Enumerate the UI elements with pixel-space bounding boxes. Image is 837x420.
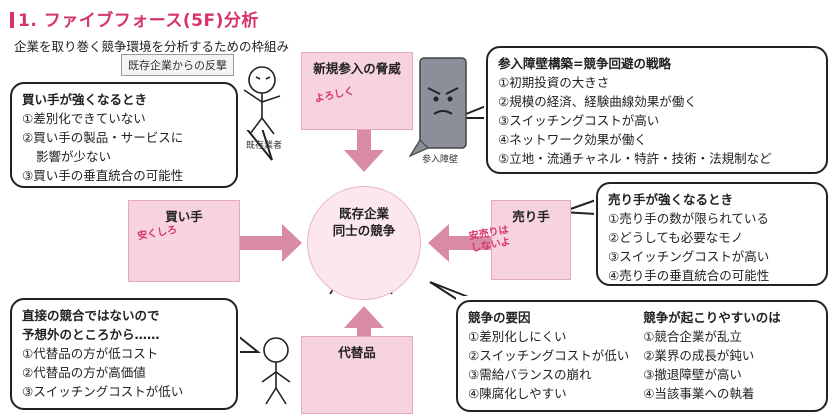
force-new-entrants-label: 新規参入の脅威	[313, 61, 401, 76]
force-suppliers: 売り手	[491, 200, 571, 280]
competition-likely-column: 競争が起こりやすいのは ①競合企業が乱立 ②業界の成長が鈍い ③撤退障壁が高い …	[643, 308, 781, 404]
competition-likely-item: ②業界の成長が鈍い	[643, 348, 755, 363]
substitute-tail	[237, 335, 261, 353]
supplier-item: ①売り手の数が限られている	[608, 211, 769, 226]
buyer-tail	[245, 127, 273, 161]
supplier-item: ④売り手の垂直統合の可能性	[608, 268, 770, 283]
buyer-item: ③買い手の垂直統合の可能性	[22, 168, 184, 183]
force-substitutes-label: 代替品	[338, 345, 376, 360]
substitute-threat-box: 直接の競合ではないので 予想外のところから…… ①代替品の方が低コスト ②代替品…	[10, 298, 238, 410]
arrow-new-entrants	[357, 128, 371, 150]
substitute-item: ③スイッチングコストが低い	[22, 384, 184, 399]
competition-likely-item: ①競合企業が乱立	[643, 329, 742, 344]
center-label-line: 同士の競争	[332, 223, 396, 238]
buyer-item: 影響が少ない	[36, 149, 112, 164]
arrow-suppliers	[447, 236, 491, 250]
force-substitutes: 代替品	[301, 336, 413, 414]
existing-business-caption: 既存業者	[246, 141, 283, 151]
competition-likely-item: ③撤退障壁が高い	[643, 367, 742, 382]
substitute-title-line: 直接の競合ではないので	[22, 308, 160, 323]
competition-factor-item: ②スイッチングコストが低い	[468, 348, 630, 363]
barrier-item: ③スイッチングコストが高い	[498, 113, 660, 128]
entry-barrier-caption: 参入障壁	[422, 155, 459, 165]
substitute-person-figure	[261, 337, 291, 405]
entry-barrier-figure	[408, 57, 467, 158]
existing-competition-circle: 既存企業 同士の競争	[307, 186, 421, 300]
barrier-item: ④ネットワーク効果が働く	[498, 132, 647, 147]
competition-factor-item: ③需給バランスの崩れ	[468, 367, 592, 382]
center-label-line: 既存企業	[338, 206, 389, 221]
substitute-title-line: 予想外のところから……	[22, 327, 160, 342]
supplier-power-box: 売り手が強くなるとき ①売り手の数が限られている ②どうしても必要なモノ ③スイ…	[596, 182, 828, 286]
competition-tail	[429, 281, 477, 301]
competition-likely-title: 競争が起こりやすいのは	[643, 310, 781, 325]
buyer-item: ①差別化できていない	[22, 111, 146, 126]
competition-likely-item: ④当該事業への執着	[643, 386, 755, 401]
competition-factors-title: 競争の要因	[468, 310, 531, 325]
force-buyers: 買い手	[128, 200, 240, 282]
barrier-strategy-title: 参入障壁構築=競争回避の戦略	[498, 56, 671, 71]
supplier-item: ③スイッチングコストが高い	[608, 249, 770, 264]
buyer-power-box: 買い手が強くなるとき ①差別化できていない ②買い手の製品・サービスに 影響が少…	[10, 82, 238, 188]
barrier-strategy-box: 参入障壁構築=競争回避の戦略 ①初期投資の大きさ ②規模の経済、経験曲線効果が働…	[486, 46, 828, 174]
force-new-entrants: 新規参入の脅威	[301, 52, 413, 130]
competition-factor-item: ①差別化しにくい	[468, 329, 567, 344]
barrier-item: ①初期投資の大きさ	[498, 75, 610, 90]
force-buyers-label: 買い手	[165, 209, 203, 224]
competition-factors-column: 競争の要因 ①差別化しにくい ②スイッチングコストが低い ③需給バランスの崩れ …	[468, 308, 629, 404]
arrow-buyers	[240, 236, 284, 250]
buyer-item: ②買い手の製品・サービスに	[22, 130, 184, 145]
competition-factor-item: ④陳腐化しやすい	[468, 386, 567, 401]
barrier-item: ②規模の経済、経験曲線効果が働く	[498, 94, 697, 109]
page-title: 1. ファイブフォース(5F)分析	[10, 6, 259, 31]
page-subtitle: 企業を取り巻く競争環境を分析するための枠組み	[14, 39, 290, 54]
barrier-item: ⑤立地・流通チャネル・特許・技術・法規制など	[498, 151, 772, 166]
substitute-item: ②代替品の方が高価値	[22, 365, 146, 380]
force-suppliers-label: 売り手	[512, 209, 550, 224]
existing-business-figure	[243, 66, 281, 135]
existing-counterattack-tag: 既存企業からの反撃	[121, 54, 234, 76]
supplier-power-title: 売り手が強くなるとき	[608, 192, 734, 207]
substitute-item: ①代替品の方が低コスト	[22, 346, 159, 361]
supplier-item: ②どうしても必要なモノ	[608, 230, 744, 245]
competition-factors-box: 競争の要因 ①差別化しにくい ②スイッチングコストが低い ③需給バランスの崩れ …	[456, 300, 828, 412]
buyer-power-title: 買い手が強くなるとき	[22, 92, 148, 107]
